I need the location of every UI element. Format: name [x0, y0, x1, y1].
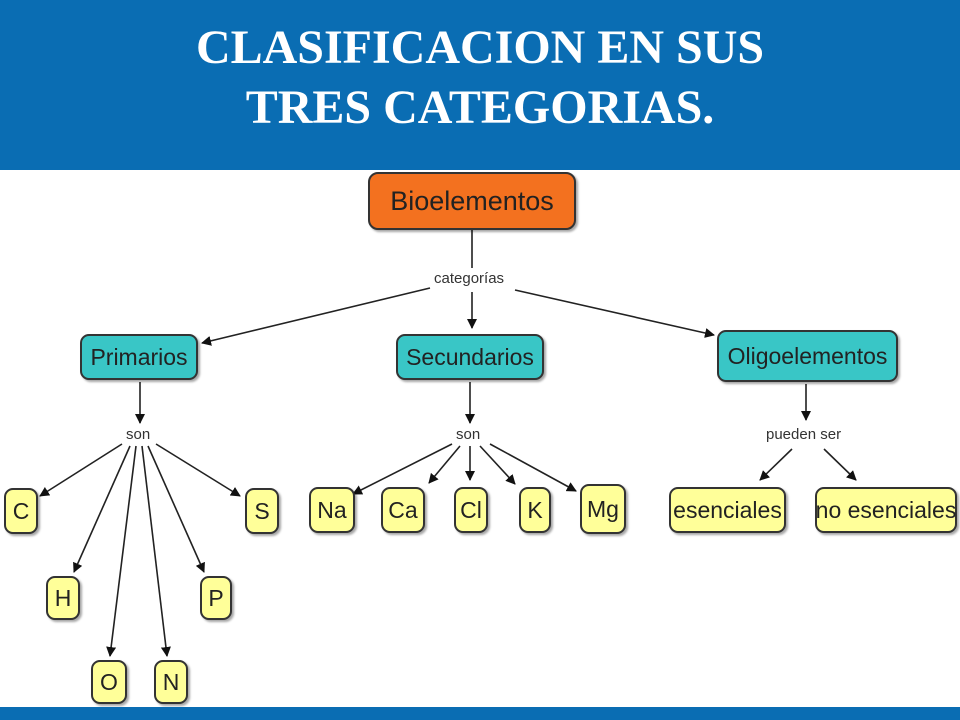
element-node-k: K	[519, 487, 551, 533]
category-node-primarios: Primarios	[80, 334, 198, 380]
arrow-to-n	[141, 445, 171, 657]
arrow-to-ca	[428, 445, 461, 484]
element-node-c: C	[4, 488, 38, 534]
link-label-categorias: categorías	[432, 270, 507, 288]
arrow-to-oligoelementos	[514, 289, 715, 338]
arrow-to-c	[39, 443, 123, 497]
arrow-to-na	[352, 443, 453, 495]
slide-title: CLASIFICACION EN SUS TRES CATEGORIAS.	[0, 18, 960, 138]
link-label-pueden-ser: pueden ser	[764, 426, 844, 444]
element-node-n: N	[154, 660, 188, 704]
element-node-no-esenciales: no esenciales	[815, 487, 957, 533]
element-node-p: P	[200, 576, 232, 620]
arrow-to-primarios	[201, 287, 431, 346]
footer-bar	[0, 707, 960, 720]
link-label-son-secundarios: son	[454, 426, 483, 444]
element-node-o: O	[91, 660, 127, 704]
element-node-mg: Mg	[580, 484, 626, 534]
link-label-son-primarios: son	[124, 426, 153, 444]
arrow-to-s	[155, 443, 241, 497]
root-node-bioelementos: Bioelementos	[368, 172, 576, 230]
arrow-to-o	[106, 445, 137, 657]
arrow-to-p	[147, 445, 205, 573]
element-node-na: Na	[309, 487, 355, 533]
element-node-ca: Ca	[381, 487, 425, 533]
element-node-h: H	[46, 576, 80, 620]
arrow-to-no-esenciales	[823, 448, 857, 481]
title-line-1: CLASIFICACION EN SUS	[195, 21, 765, 74]
arrow-to-esenciales	[759, 448, 793, 481]
arrow-to-h	[73, 445, 131, 573]
arrow-to-k	[479, 445, 516, 485]
category-node-oligoelementos: Oligoelementos	[717, 330, 898, 382]
category-node-secundarios: Secundarios	[396, 334, 544, 380]
title-banner: CLASIFICACION EN SUS TRES CATEGORIAS.	[0, 0, 960, 170]
arrow-to-mg	[489, 443, 577, 492]
element-node-cl: Cl	[454, 487, 488, 533]
element-node-s: S	[245, 488, 279, 534]
title-line-2: TRES CATEGORIAS.	[245, 81, 715, 134]
element-node-esenciales: esenciales	[669, 487, 786, 533]
